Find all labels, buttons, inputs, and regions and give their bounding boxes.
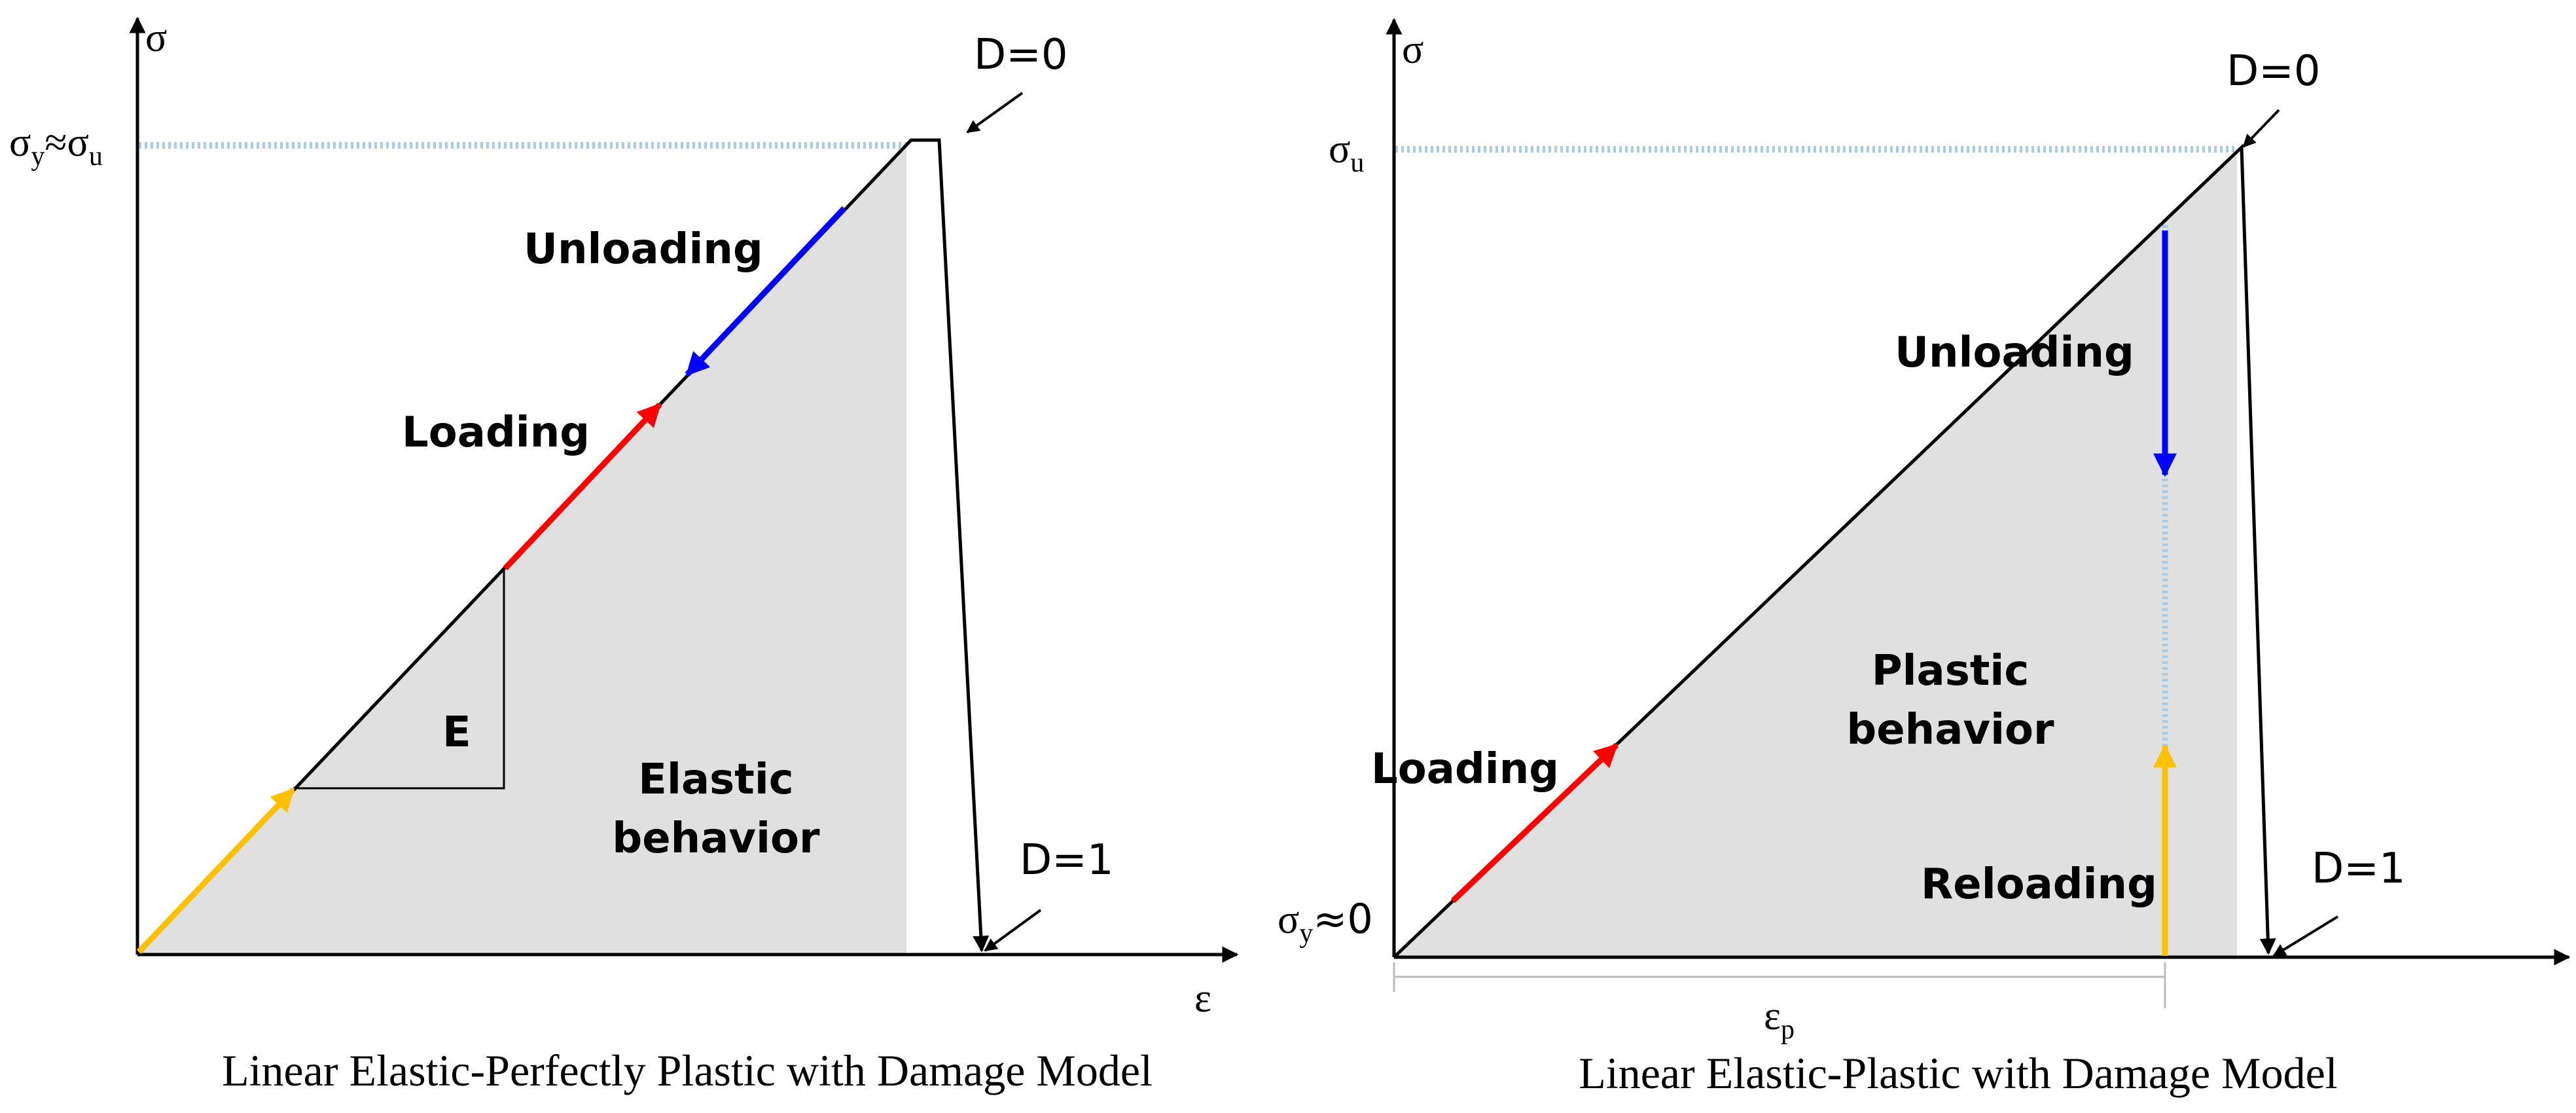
yield-label-approx: ≈ bbox=[45, 120, 67, 165]
yield-label-sigma: σ bbox=[9, 120, 31, 165]
yield-label-sub-u: u bbox=[89, 141, 103, 172]
left-x-axis-label: ε bbox=[1194, 976, 1211, 1021]
right-y-axis-label: σ bbox=[1402, 27, 1423, 72]
yield-level-label: σy≈σu bbox=[9, 120, 103, 172]
plastic-strain-sub-p: p bbox=[1781, 1015, 1795, 1045]
ultimate-label-sub-u: u bbox=[1350, 148, 1364, 178]
right-bottom-damage-pointer bbox=[2272, 915, 2339, 957]
left-y-axis-label: σ bbox=[145, 16, 167, 60]
right-loading-arrow bbox=[1450, 742, 1619, 903]
origin-label-value: ≈0 bbox=[1313, 895, 1372, 943]
left-bottom-damage-label: D=1 bbox=[1020, 836, 1114, 885]
origin-label: σy≈0 bbox=[1278, 895, 1373, 949]
unloading-arrow bbox=[685, 206, 847, 377]
ultimate-level-label: σu bbox=[1329, 127, 1364, 178]
bottom-damage-pointer bbox=[984, 909, 1042, 952]
right-loading-label: Loading bbox=[1371, 745, 1559, 794]
right-stress-strain-curve bbox=[1393, 143, 2276, 958]
left-loading-label: Loading bbox=[402, 409, 590, 457]
modulus-label: E bbox=[442, 708, 471, 757]
left-top-damage-label: D=0 bbox=[974, 31, 1068, 79]
yield-label-sigma-2: σ bbox=[67, 120, 88, 165]
loading-arrow bbox=[503, 402, 662, 571]
right-caption: Linear Elastic-Plastic with Damage Model bbox=[1579, 1048, 2337, 1098]
right-panel: σ σu σy≈0 D=0 D=1 Unloading Loading Relo… bbox=[1278, 18, 2571, 1098]
left-unloading-label: Unloading bbox=[524, 225, 763, 274]
right-top-damage-label: D=0 bbox=[2227, 47, 2321, 96]
elastic-region-label-line1: Elastic bbox=[638, 756, 793, 804]
yield-label-sub-y: y bbox=[31, 141, 45, 172]
plastic-strain-label: εp bbox=[1764, 994, 1795, 1045]
left-panel: σ ε σy≈σu D=0 D=1 Unloading Loading E El… bbox=[9, 16, 1239, 1095]
plastic-region-label-line2: behavior bbox=[1846, 706, 2054, 754]
left-caption: Linear Elastic-Perfectly Plastic with Da… bbox=[222, 1046, 1153, 1095]
top-damage-pointer bbox=[966, 92, 1024, 134]
ultimate-label-sigma: σ bbox=[1329, 127, 1350, 172]
right-unloading-label: Unloading bbox=[1895, 329, 2134, 377]
right-top-damage-pointer bbox=[2242, 109, 2280, 148]
right-bottom-damage-label: D=1 bbox=[2312, 845, 2406, 893]
origin-label-sub-y: y bbox=[1299, 919, 1313, 949]
elastic-region-label-line2: behavior bbox=[612, 814, 820, 863]
initial-loading-arrow bbox=[136, 787, 296, 955]
origin-label-sigma: σ bbox=[1278, 898, 1299, 942]
reloading-label: Reloading bbox=[1921, 860, 2157, 909]
plastic-strain-epsilon: ε bbox=[1764, 994, 1781, 1038]
modulus-triangle bbox=[293, 568, 505, 790]
plastic-region-label-line1: Plastic bbox=[1872, 647, 2030, 695]
